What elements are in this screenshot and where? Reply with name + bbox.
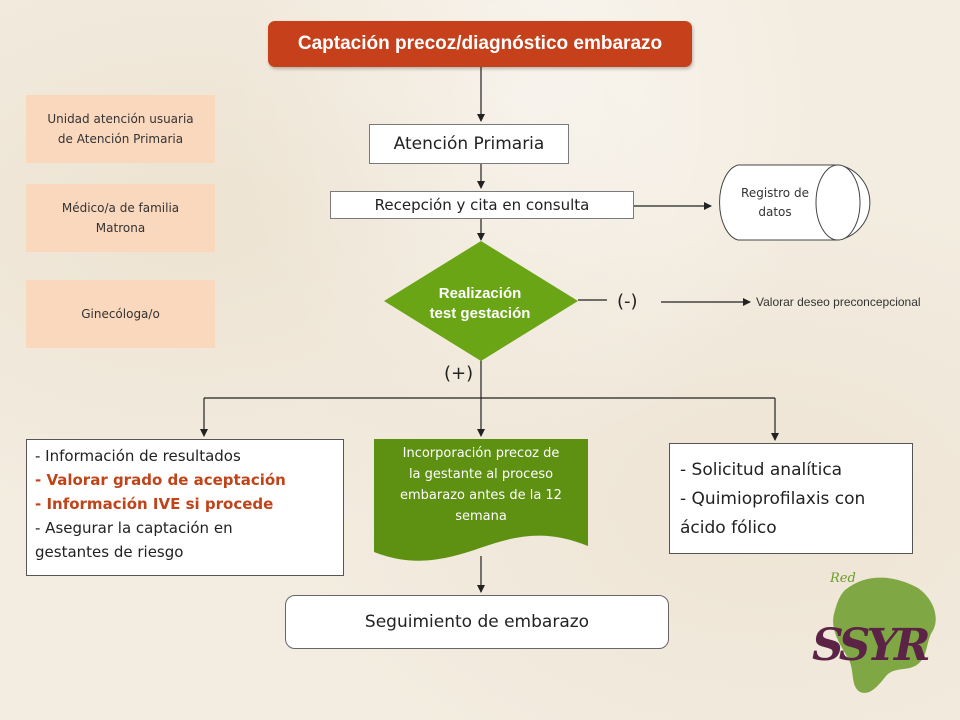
role-label-line1: Médico/a de familia [61,201,180,215]
recepcion-box: Recepción y cita en consulta [330,191,634,219]
left-info-line: - Asegurar la captación en [35,519,233,537]
atencion-primaria-box: Atención Primaria [369,124,569,164]
role-label-line1: Unidad atención usuaria [47,112,194,126]
left-info-box: - Información de resultados - Valorar gr… [26,439,344,576]
registro-line2: datos [758,205,792,219]
left-info-line: gestantes de riesgo [35,543,184,561]
seguimiento-box: Seguimiento de embarazo [285,595,669,649]
registro-label: Registro de datos [722,184,828,222]
seguimiento-label: Seguimiento de embarazo [364,612,590,632]
green-doc-line: Incorporación precoz de [402,446,560,461]
green-doc-line: semana [455,509,507,524]
left-info-line-highlight: - Valorar grado de aceptación [35,471,286,489]
decision-line2: test gestación [429,305,531,322]
green-document-shape [374,439,588,561]
registro-line1: Registro de [741,186,809,200]
decision-line1: Realización [438,285,522,302]
green-document-text: Incorporación precoz de la gestante al p… [380,443,582,527]
left-info-line: - Información de resultados [35,447,241,465]
positive-sign: (+) [444,363,474,384]
logo-big-text: SSYR [812,620,929,671]
green-doc-line: la gestante al proceso [408,467,554,482]
role-label-line1: Ginecóloga/o [81,307,160,321]
decision-label: Realización test gestación [400,284,560,324]
role-ginecologa: Ginecóloga/o [26,280,215,348]
right-info-line: - Solicitud analítica [680,460,843,480]
negative-sign: (-) [617,291,638,312]
right-info-box: - Solicitud analítica - Quimioprofilaxis… [669,443,913,554]
registro-cylinder [719,164,871,241]
logo-small-text: Red [829,571,856,586]
role-medico-matrona: Médico/a de familia Matrona [26,184,215,252]
right-info-line: ácido fólico [680,518,777,538]
role-unidad-atencion: Unidad atención usuaria de Atención Prim… [26,95,215,163]
role-label-line2: de Atención Primaria [57,132,184,146]
left-info-line-highlight: - Información IVE si procede [35,495,274,513]
recepcion-label: Recepción y cita en consulta [374,196,590,214]
negative-outcome-label: Valorar deseo preconcepcional [756,295,921,309]
diagram-title: Captación precoz/diagnóstico embarazo [297,33,663,54]
role-label-line2: Matrona [95,221,146,235]
decision-diamond [384,241,578,361]
title-box: Captación precoz/diagnóstico embarazo [268,21,692,67]
red-ssyr-logo: Red SSYR [812,571,936,693]
atencion-primaria-label: Atención Primaria [393,134,545,154]
right-info-line: - Quimioprofilaxis con [680,489,866,509]
green-doc-line: embarazo antes de la 12 [400,488,562,503]
